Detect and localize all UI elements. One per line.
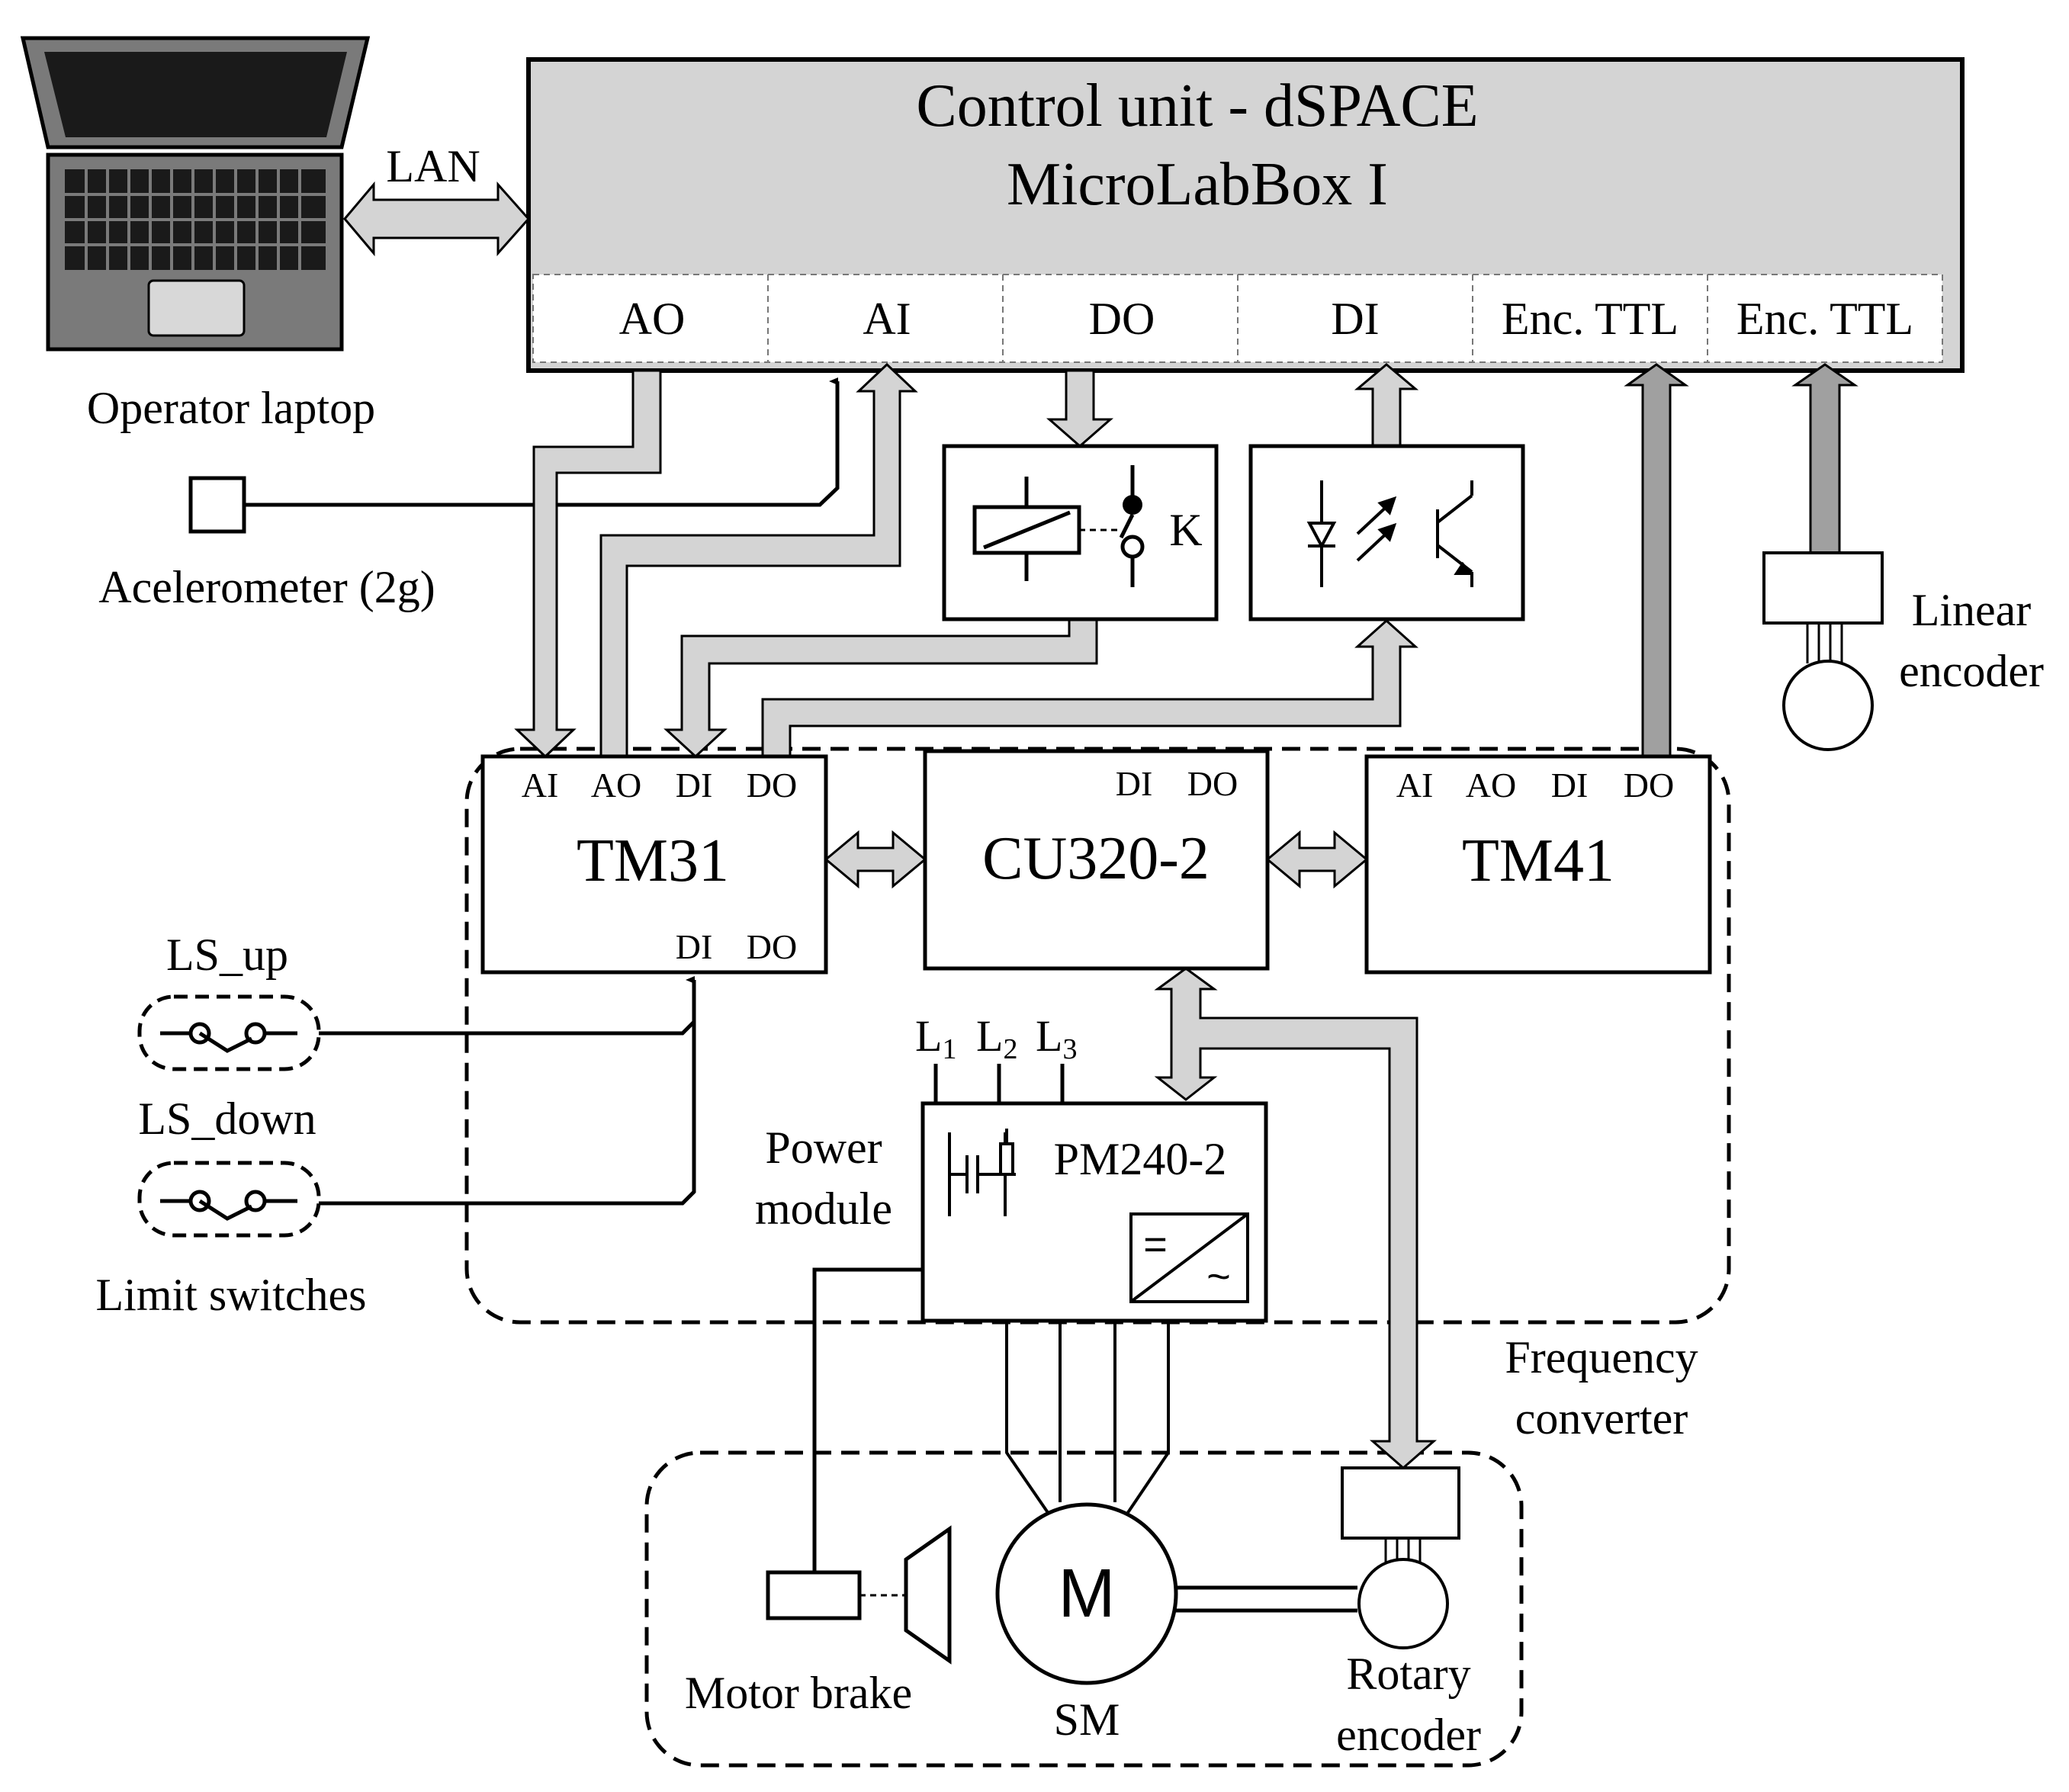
tm41-port-ai: AI bbox=[1396, 766, 1434, 804]
cu320-name: CU320-2 bbox=[982, 825, 1210, 892]
motor-supply-lines bbox=[1005, 1321, 1170, 1515]
motor-icon bbox=[995, 1502, 1178, 1685]
bus-cu320-pm-encoder bbox=[1154, 967, 1437, 1469]
bus-tm41-to-enc-ttl-1 bbox=[1624, 363, 1689, 758]
phase-lines bbox=[933, 1064, 1065, 1103]
light-arrows-icon bbox=[1356, 496, 1397, 562]
tm41-module: AI AO DI DO TM41 bbox=[1364, 754, 1712, 975]
capacitor-icon bbox=[948, 1129, 1016, 1216]
bus-opto-to-di bbox=[1354, 363, 1419, 448]
bus-relay-to-tm31-di bbox=[663, 618, 1098, 759]
phase-l3: L3 bbox=[1036, 1011, 1077, 1065]
ac-symbol: ~ bbox=[1206, 1254, 1231, 1299]
port-enc-ttl-1: Enc. TTL bbox=[1502, 294, 1679, 344]
tm31-port-ai: AI bbox=[522, 766, 559, 804]
power-module-caption-2: module bbox=[755, 1183, 892, 1234]
relay-label: K bbox=[1169, 505, 1202, 555]
motor-brake-icon bbox=[766, 1525, 952, 1665]
ls-up-wire bbox=[319, 1020, 696, 1036]
tm31-port-di: DI bbox=[676, 766, 713, 804]
ls-down-label: LS_down bbox=[138, 1094, 316, 1144]
tm41-name: TM41 bbox=[1462, 827, 1614, 894]
rotary-encoder-icon bbox=[1341, 1466, 1460, 1649]
linear-encoder-label-2: encoder bbox=[1899, 646, 2044, 696]
frequency-converter-label-2: converter bbox=[1515, 1393, 1688, 1444]
phototransistor-icon bbox=[1436, 480, 1474, 587]
cu320-module: DI DO CU320-2 bbox=[923, 749, 1270, 971]
control-unit-subtitle: MicroLabBox I bbox=[1007, 151, 1388, 218]
bus-linear-encoder-to-enc-ttl-2 bbox=[1791, 363, 1859, 554]
tm31-module: AI AO DI DO TM31 DI DO bbox=[480, 754, 828, 975]
linear-encoder-icon bbox=[1762, 551, 1884, 751]
cu320-port-di: DI bbox=[1116, 764, 1153, 803]
ls-down-wire bbox=[319, 976, 696, 1206]
led-icon bbox=[1306, 480, 1337, 587]
motor-symbol: M bbox=[1059, 1556, 1116, 1632]
cu320-port-do: DO bbox=[1187, 764, 1238, 803]
lan-label: LAN bbox=[386, 141, 480, 191]
tm41-port-ao: AO bbox=[1466, 766, 1516, 804]
tm31-name: TM31 bbox=[577, 827, 729, 894]
linear-encoder-label: Linear bbox=[1912, 585, 2032, 635]
motor-group bbox=[644, 1450, 1524, 1768]
frequency-converter-label: Frequency bbox=[1505, 1332, 1698, 1383]
port-ai: AI bbox=[863, 294, 911, 344]
bus-ao-to-tm31-ai bbox=[514, 369, 662, 759]
tm41-port-do: DO bbox=[1624, 766, 1674, 804]
bus-tm31-cu320 bbox=[824, 830, 927, 889]
ls-down-switch bbox=[137, 1161, 321, 1238]
laptop-label: Operator laptop bbox=[87, 383, 375, 433]
tm41-port-di: DI bbox=[1551, 766, 1589, 804]
phase-l1: L1 bbox=[915, 1011, 956, 1065]
optocoupler-block bbox=[1248, 444, 1525, 621]
port-di: DI bbox=[1331, 294, 1379, 344]
brake-wire bbox=[812, 1267, 923, 1572]
converter-symbol-icon: = ~ bbox=[1129, 1212, 1249, 1303]
frequency-converter-group bbox=[464, 747, 1731, 1325]
laptop-icon bbox=[20, 36, 371, 352]
rotary-encoder-label-2: encoder bbox=[1336, 1710, 1481, 1760]
motor-shaft bbox=[1176, 1585, 1357, 1613]
motor-label: SM bbox=[1054, 1694, 1120, 1745]
relay-contact-icon bbox=[1123, 495, 1142, 515]
ls-up-label: LS_up bbox=[166, 930, 288, 980]
rotary-encoder-label: Rotary bbox=[1346, 1649, 1470, 1699]
accelerometer-icon bbox=[188, 476, 246, 534]
bus-cu320-tm41 bbox=[1265, 830, 1369, 889]
bus-tm31-do-to-opto bbox=[761, 618, 1418, 758]
tm31-port-do: DO bbox=[747, 766, 797, 804]
phase-l2: L2 bbox=[976, 1011, 1017, 1065]
accelerometer-wire bbox=[244, 377, 840, 507]
tm31-port-ao: AO bbox=[591, 766, 641, 804]
power-module-caption: Power bbox=[765, 1122, 882, 1173]
control-unit-title: Control unit - dSPACE bbox=[916, 72, 1478, 140]
bus-do-to-relay bbox=[1046, 369, 1113, 448]
motor-brake-label: Motor brake bbox=[685, 1668, 912, 1718]
port-do: DO bbox=[1089, 294, 1155, 344]
relay-block: K bbox=[942, 444, 1219, 621]
limit-switches-caption: Limit switches bbox=[96, 1270, 367, 1320]
power-module-name: PM240-2 bbox=[1054, 1134, 1227, 1184]
control-unit: Control unit - dSPACE MicroLabBox I AO A… bbox=[526, 57, 1965, 373]
port-enc-ttl-2: Enc. TTL bbox=[1736, 294, 1913, 344]
power-module: PM240-2 = ~ bbox=[920, 1101, 1268, 1323]
port-ao: AO bbox=[619, 294, 686, 344]
tm31-port-di-bottom: DI bbox=[676, 927, 713, 966]
dc-symbol: = bbox=[1143, 1222, 1168, 1267]
accelerometer-label: Acelerometer (2g) bbox=[98, 562, 435, 612]
lan-arrow bbox=[343, 181, 531, 257]
tm31-port-do-bottom: DO bbox=[747, 927, 797, 966]
ls-up-switch bbox=[137, 994, 321, 1071]
